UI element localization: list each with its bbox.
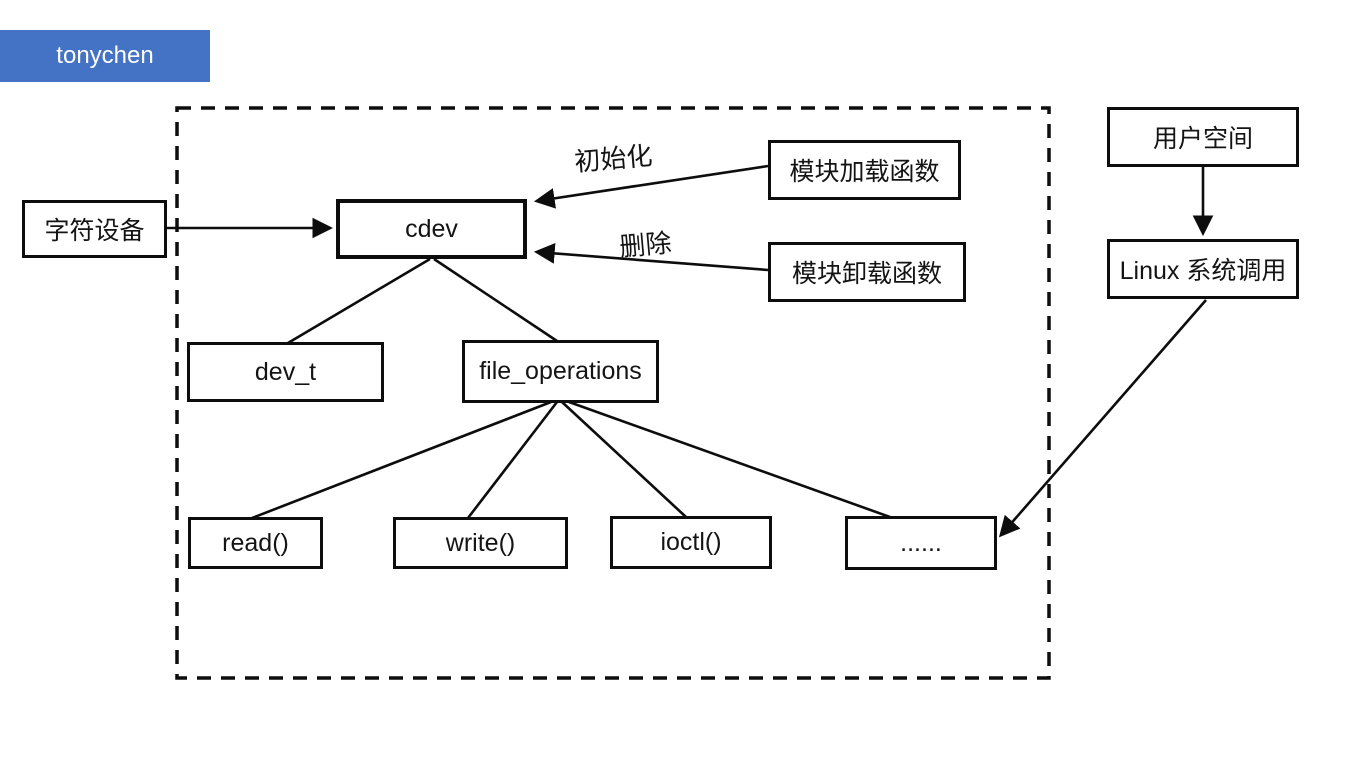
- edge-moduleunload-to-cdev: [533, 243, 769, 272]
- node-dev-t: dev_t: [187, 342, 384, 402]
- node-read: read(): [188, 517, 323, 569]
- node-ellipsis: ......: [845, 516, 997, 570]
- kernel-boundary-dashed-box: [175, 106, 1051, 680]
- node-module-load-function: 模块加载函数: [768, 140, 961, 200]
- node-module-unload-function: 模块卸载函数: [768, 242, 966, 302]
- edge-label-delete: 删除: [618, 227, 673, 263]
- node-linux-syscall: Linux 系统调用: [1107, 239, 1299, 299]
- edge-moduleload-to-cdev: [533, 164, 769, 209]
- node-write: write(): [393, 517, 568, 569]
- node-char-device: 字符设备: [22, 200, 167, 258]
- node-file-operations: file_operations: [462, 340, 659, 403]
- edge-fileops-to-read: [251, 400, 552, 520]
- edge-fileops-to-ioctl: [561, 401, 687, 518]
- edge-syscall-to-ellipsis: [998, 299, 1207, 538]
- edge-cdev-to-devt: [287, 257, 431, 345]
- edge-cdev-to-fileops: [433, 257, 558, 343]
- node-user-space: 用户空间: [1107, 107, 1299, 167]
- edge-label-init: 初始化: [573, 140, 654, 178]
- edge-fileops-to-write: [466, 401, 559, 519]
- watermark-banner: tonychen: [0, 30, 210, 82]
- node-ioctl: ioctl(): [610, 516, 772, 569]
- node-cdev: cdev: [336, 199, 527, 259]
- edge-fileops-to-ellipsis: [568, 400, 891, 519]
